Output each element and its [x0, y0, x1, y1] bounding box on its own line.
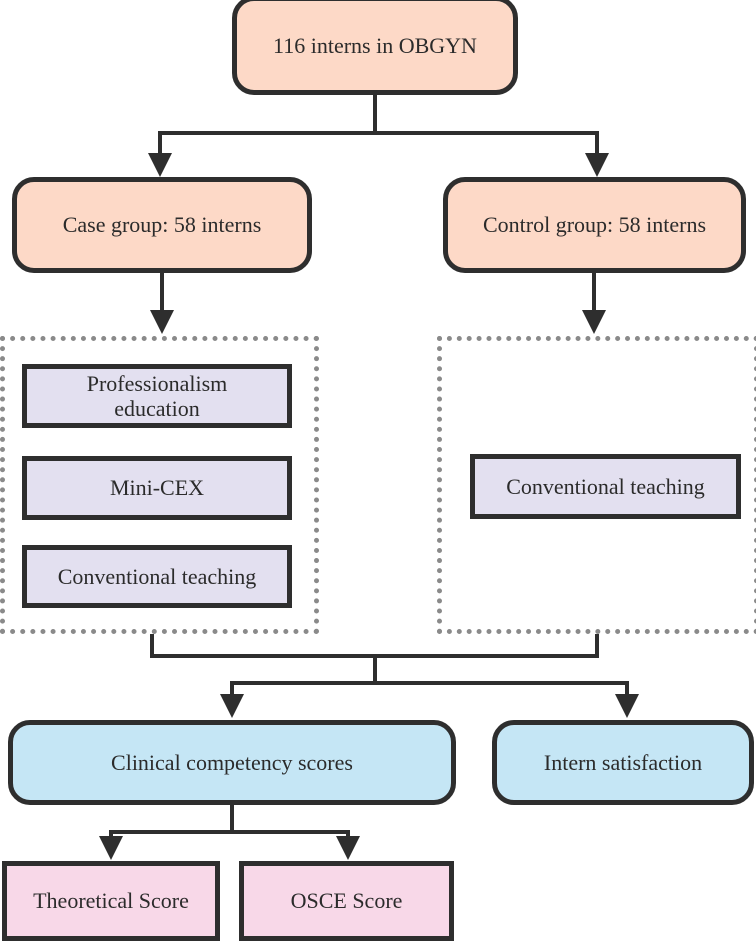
- theoretical-score-box: Theoretical Score: [2, 861, 220, 941]
- case-intervention-mini-cex: Mini-CEX: [22, 456, 292, 520]
- control-group-label: Control group: 58 interns: [482, 212, 707, 238]
- sub-outcome-label: Theoretical Score: [33, 888, 189, 914]
- case-group-box: Case group: 58 interns: [12, 177, 312, 273]
- connector-merge: [150, 633, 627, 685]
- intern-satisfaction-box: Intern satisfaction: [492, 720, 754, 805]
- osce-score-box: OSCE Score: [239, 861, 454, 941]
- outcome-label: Clinical competency scores: [111, 749, 353, 775]
- intervention-label: Conventional teaching: [506, 473, 705, 499]
- control-group-box: Control group: 58 interns: [443, 177, 746, 273]
- intervention-label: Professionalism education: [86, 370, 228, 421]
- clinical-competency-box: Clinical competency scores: [8, 720, 456, 805]
- case-intervention-professionalism: Professionalism education: [22, 364, 292, 428]
- case-intervention-conventional: Conventional teaching: [22, 545, 292, 608]
- control-intervention-conventional: Conventional teaching: [470, 454, 741, 519]
- outcome-label: Intern satisfaction: [543, 749, 703, 775]
- case-group-label: Case group: 58 interns: [62, 212, 262, 238]
- intervention-label: Conventional teaching: [57, 563, 257, 589]
- population-box: 116 interns in OBGYN: [232, 0, 518, 95]
- connector-clinical-split: [111, 804, 348, 834]
- population-label: 116 interns in OBGYN: [273, 32, 477, 58]
- intervention-label: Mini-CEX: [109, 475, 205, 501]
- connector-top-split: [160, 95, 597, 135]
- sub-outcome-label: OSCE Score: [290, 888, 403, 914]
